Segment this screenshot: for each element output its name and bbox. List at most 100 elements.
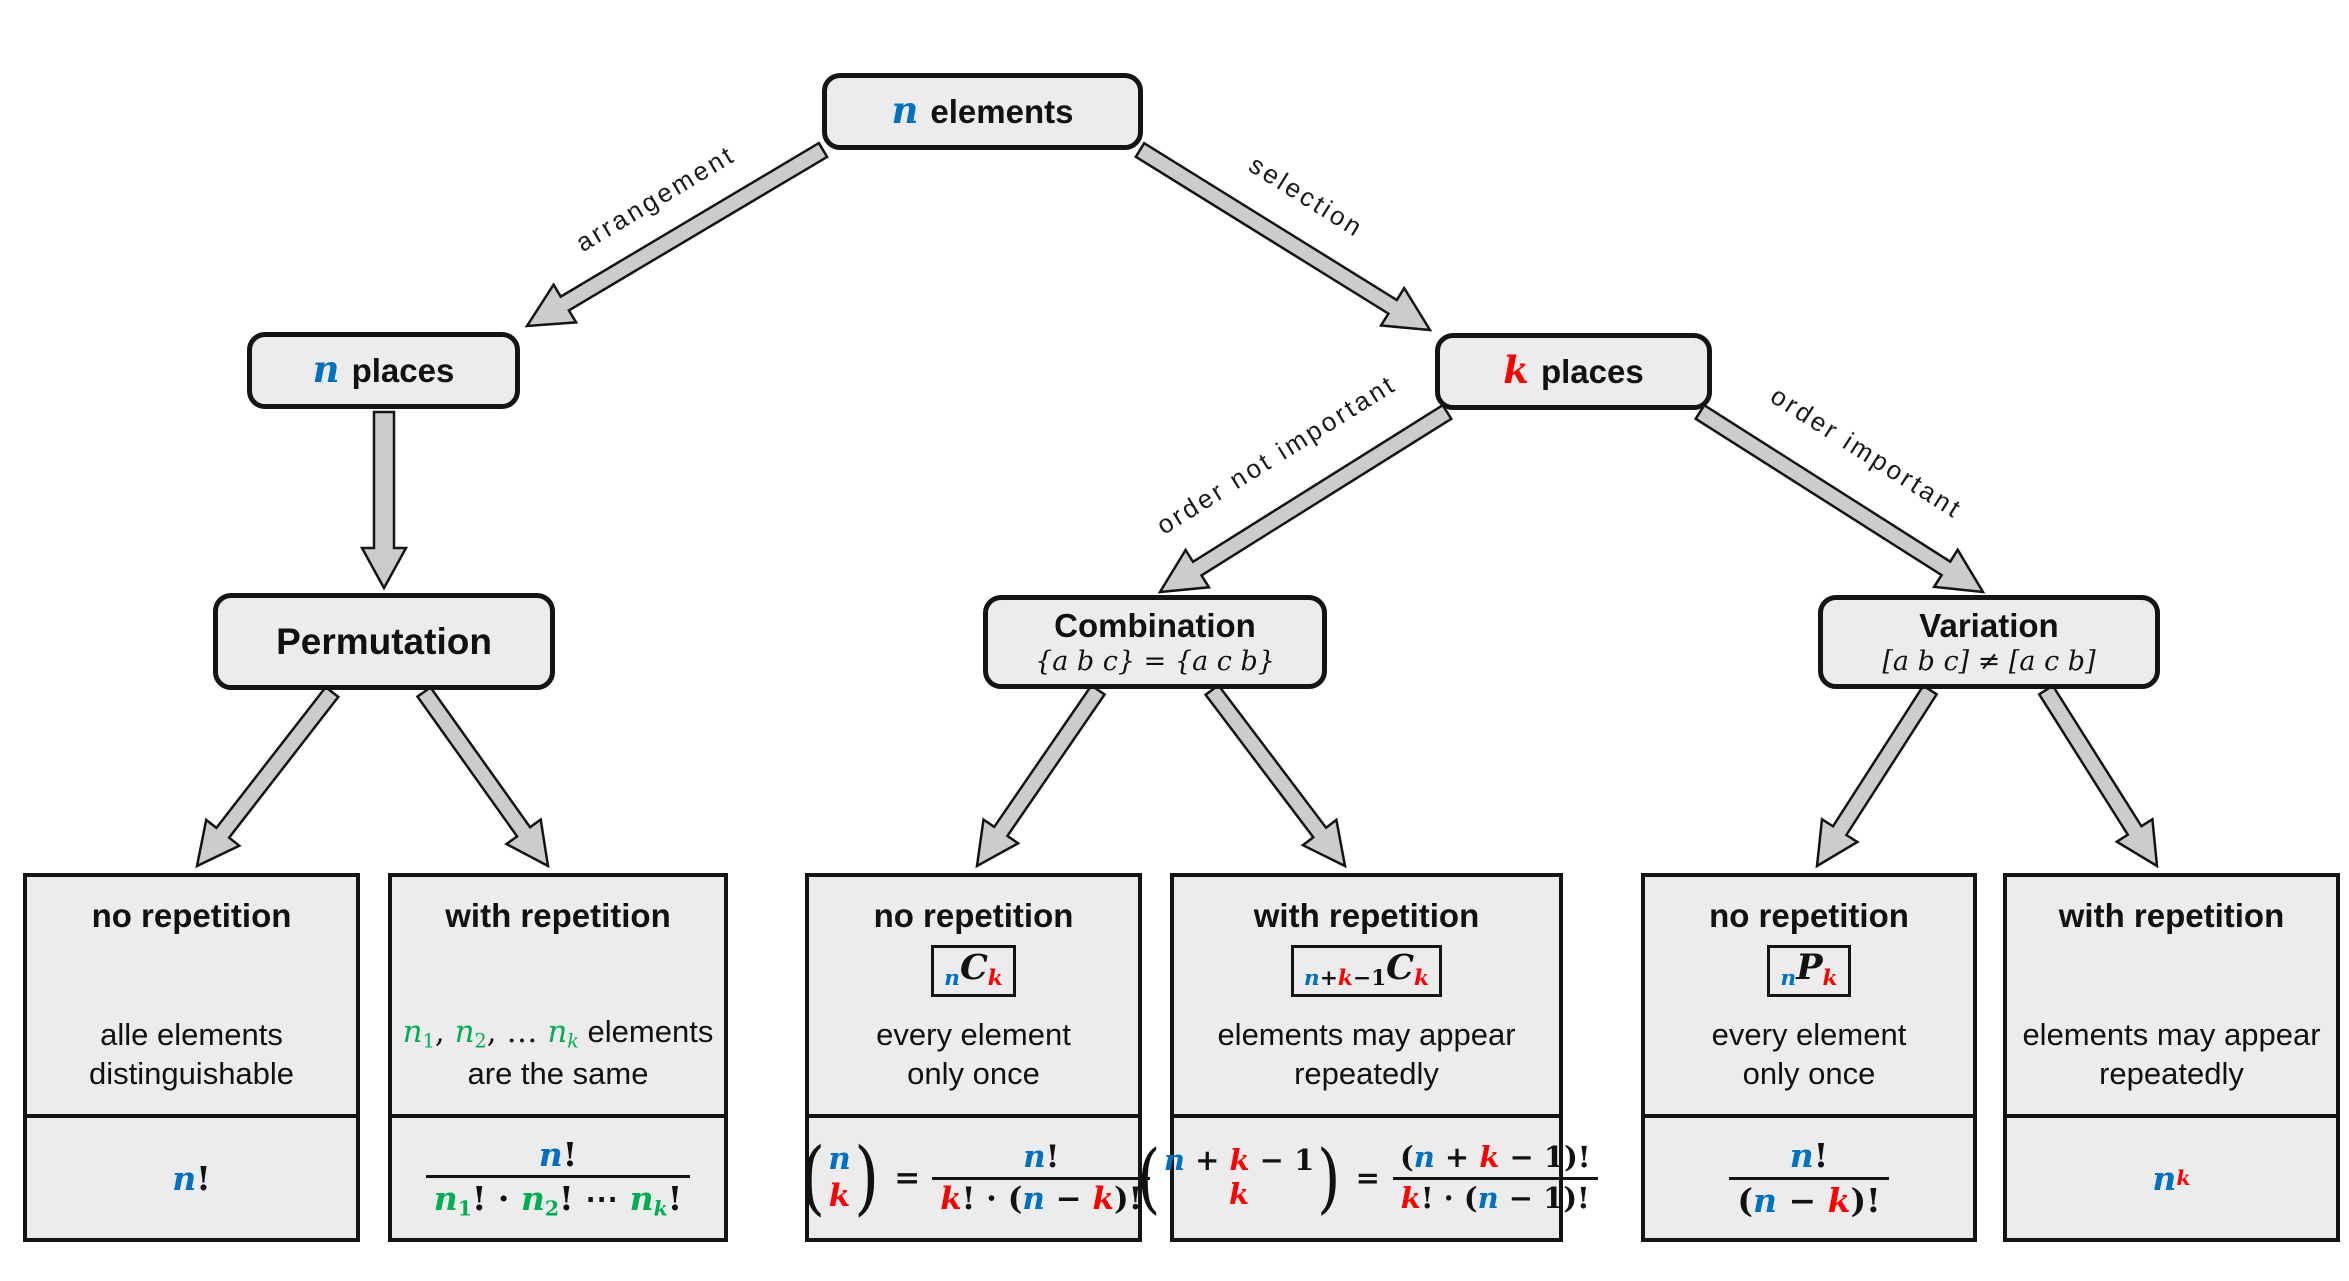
fraction: n! (n − k)! xyxy=(1729,1135,1889,1221)
tree-arrow xyxy=(1157,403,1454,594)
leaf-variation-no-repetition: no repetition nPk every element only onc… xyxy=(1641,873,1977,1242)
node-permutation-title: Permutation xyxy=(276,620,492,662)
leaf-permutation-with-repetition: with repetition n1, n2, … nk elements ar… xyxy=(388,873,728,1242)
leaf3-formula-section: ( n k ) = n! k! · (n − k)! xyxy=(800,1118,1151,1238)
leaf-permutation-no-repetition: no repetition alle elements distinguisha… xyxy=(23,873,360,1242)
leaf1-desc-line2: distinguishable xyxy=(88,1056,295,1092)
leaf4-formula: ( n + k − 1 k ) = (n + k − 1)! k! · (n −… xyxy=(1134,1139,1598,1217)
tree-arrow xyxy=(1203,683,1347,869)
leaf1-formula-section: n! xyxy=(27,1118,356,1238)
tree-arrow xyxy=(1134,141,1433,332)
leaf2-title: with repetition xyxy=(445,897,671,934)
tree-arrow xyxy=(195,685,341,869)
binomial-stack: n k xyxy=(828,1141,851,1214)
leaf4-desc-line2: repeatedly xyxy=(1294,1056,1439,1092)
binomial-top: n xyxy=(828,1141,851,1178)
leaf6-title: with repetition xyxy=(2058,897,2285,934)
node-k-places: k places xyxy=(1435,333,1712,410)
fraction: n! n1! · n2! ⋯ nk! xyxy=(425,1134,691,1223)
leaf6-top: with repetition elements may appear repe… xyxy=(2007,877,2336,1118)
leaf5-formula-section: n! (n − k)! xyxy=(1645,1118,1973,1238)
leaf4-top: with repetition n+k−1Ck elements may app… xyxy=(1174,877,1559,1118)
fraction-numerator: n! xyxy=(1023,1138,1060,1175)
node-combination: Combination {a b c} = {a c b} xyxy=(983,595,1327,689)
leaf1-title: no repetition xyxy=(91,897,292,934)
math-n: n xyxy=(312,347,340,391)
leaf5-desc-line1: every element xyxy=(1711,1016,1907,1052)
right-paren: ) xyxy=(1317,1133,1341,1222)
leaf5-description: every element only once xyxy=(1712,1015,1907,1094)
leaf3-top: no repetition nCk every element only onc… xyxy=(809,877,1138,1118)
leaf2-top: with repetition n1, n2, … nk elements ar… xyxy=(392,877,724,1118)
node-combination-subtitle: {a b c} = {a c b} xyxy=(1035,646,1275,677)
leaf6-description: elements may appear repeatedly xyxy=(2022,1015,2320,1094)
node-permutation: Permutation xyxy=(213,593,555,690)
leaf3-description: every element only once xyxy=(876,1015,1071,1094)
fraction: n! k! · (n − k)! xyxy=(932,1138,1151,1219)
leaf-combination-no-repetition: no repetition nCk every element only onc… xyxy=(800,873,1151,1242)
leaf3-desc-line2: only once xyxy=(907,1056,1040,1092)
binomial-bottom: k xyxy=(1229,1177,1250,1211)
tree-arrow xyxy=(2037,683,2159,869)
node-variation-subtitle: [a b c] ≠ [a c b] xyxy=(1882,646,2096,677)
leaf3-formula: ( n k ) = n! k! · (n − k)! xyxy=(797,1130,1151,1225)
fraction-denominator: n1! · n2! ⋯ nk! xyxy=(425,1174,691,1222)
leaf4-desc-line1: elements may appear xyxy=(1217,1016,1516,1052)
node-variation-title: Variation xyxy=(1919,607,2059,644)
fraction-denominator: k! · (n − 1)! xyxy=(1392,1176,1598,1217)
leaf5-formula: n! (n − k)! xyxy=(1729,1135,1889,1221)
node-k-places-label: places xyxy=(1540,353,1644,390)
leaf1-description: alle elements distinguishable xyxy=(89,1015,294,1094)
tree-arrow xyxy=(975,683,1107,869)
leaf3-title: no repetition xyxy=(873,897,1074,934)
leaf2-formula-section: n! n1! · n2! ⋯ nk! xyxy=(392,1118,724,1238)
fraction-numerator: n! xyxy=(1789,1136,1829,1176)
fraction-numerator: (n + k − 1)! xyxy=(1399,1140,1591,1175)
binomial-stack: n + k − 1 k xyxy=(1163,1142,1315,1213)
math-n: n xyxy=(891,88,919,132)
leaf2-formula: n! n1! · n2! ⋯ nk! xyxy=(425,1134,691,1223)
fraction-denominator: (n − k)! xyxy=(1729,1176,1889,1221)
fraction-denominator: k! · (n − k)! xyxy=(932,1176,1151,1219)
leaf1-desc-line1: alle elements xyxy=(100,1016,283,1052)
left-paren: ( xyxy=(799,1130,826,1225)
leaf5-top: no repetition nPk every element only onc… xyxy=(1645,877,1973,1118)
leaf2-desc-line2: are the same xyxy=(467,1056,649,1092)
tree-arrow xyxy=(524,141,829,328)
node-n-places: n places xyxy=(247,332,520,409)
leaf5-desc-line2: only once xyxy=(1742,1056,1876,1092)
leaf-variation-with-repetition: with repetition elements may appear repe… xyxy=(2003,873,2340,1242)
leaf-combination-with-repetition: with repetition n+k−1Ck elements may app… xyxy=(1137,873,1598,1242)
node-n-places-label: places xyxy=(351,352,455,389)
left-paren: ( xyxy=(1137,1133,1161,1222)
equals-sign: = xyxy=(1355,1161,1380,1195)
leaf1-top: no repetition alle elements distinguisha… xyxy=(27,877,356,1118)
right-paren: ) xyxy=(853,1130,880,1225)
leaf2-description: n1, n2, … nk elements are the same xyxy=(403,1012,714,1094)
node-combination-title: Combination xyxy=(1054,607,1256,644)
leaf4-description: elements may appear repeatedly xyxy=(1217,1015,1515,1094)
fraction: (n + k − 1)! k! · (n − 1)! xyxy=(1392,1139,1599,1217)
leaf1-formula: n! xyxy=(172,1158,211,1198)
node-k-places-title: k places xyxy=(1503,352,1643,391)
binomial-bottom: k xyxy=(828,1178,851,1214)
node-n-elements-label: elements xyxy=(930,93,1074,130)
node-variation: Variation [a b c] ≠ [a c b] xyxy=(1818,595,2160,689)
leaf6-desc-line2: repeatedly xyxy=(2099,1056,2244,1092)
node-n-places-title: n places xyxy=(313,351,455,390)
leaf4-title: with repetition xyxy=(1253,897,1480,934)
node-n-elements-title: n elements xyxy=(892,92,1074,131)
node-n-elements: n elements xyxy=(822,73,1143,150)
leaf4-formula-section: ( n + k − 1 k ) = (n + k − 1)! k! · (n −… xyxy=(1137,1118,1598,1238)
math-k: k xyxy=(1503,348,1529,392)
binomial: ( n k ) xyxy=(797,1130,882,1225)
leaf3-desc-line1: every element xyxy=(876,1016,1071,1052)
tree-arrow xyxy=(359,410,409,591)
tree-arrow xyxy=(415,685,550,869)
leaf3-symbol-nCk: nCk xyxy=(931,945,1016,998)
tree-arrow xyxy=(1693,403,1986,594)
binomial-top: n + k − 1 xyxy=(1163,1142,1315,1177)
